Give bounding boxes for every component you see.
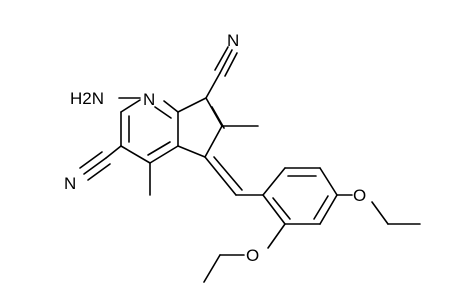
right-ether-oxygen-label: O [353, 186, 366, 205]
bond [83, 157, 107, 175]
bond [203, 254, 221, 283]
top-nitrile-nitrogen-label: N [227, 31, 239, 50]
left-ether-oxygen-label: O [246, 246, 259, 265]
bond [214, 46, 229, 71]
bond [371, 201, 389, 225]
bond [120, 145, 151, 164]
bond [163, 100, 179, 113]
amino-group-label: H2N [70, 89, 104, 108]
bond [177, 145, 206, 158]
bond [177, 97, 207, 113]
bond [262, 194, 286, 225]
bond [213, 156, 243, 191]
bond [319, 167, 338, 196]
bond [204, 156, 237, 196]
bond [147, 141, 171, 156]
atom-labels: H2N N N N O O [64, 31, 366, 265]
bond [149, 145, 179, 164]
bond [319, 194, 338, 225]
bond [105, 145, 122, 159]
bond [120, 99, 141, 113]
bond [313, 195, 329, 220]
bond [219, 49, 233, 74]
bond [211, 106, 225, 129]
bond [87, 163, 111, 181]
bond [224, 52, 238, 77]
left-nitrile-nitrogen-label: N [64, 174, 76, 193]
bond [204, 125, 223, 158]
bond [154, 106, 172, 119]
bond [272, 197, 291, 220]
bond [267, 223, 286, 249]
bond [262, 167, 286, 196]
ring-nitrogen-label: N [143, 90, 155, 109]
bond [205, 72, 221, 99]
bond [79, 151, 103, 169]
bond-lines [79, 46, 421, 283]
